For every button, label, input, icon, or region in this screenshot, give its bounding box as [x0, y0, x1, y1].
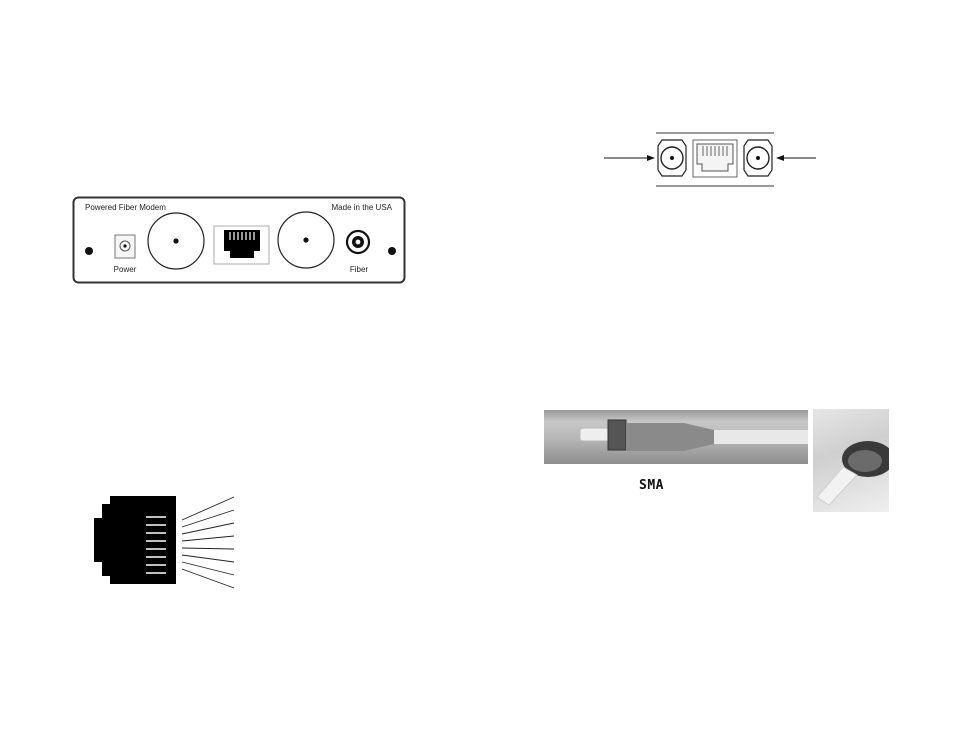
pin-leader-lines	[182, 497, 234, 588]
coupling-nut	[608, 420, 626, 450]
fiber-label: Fiber	[350, 265, 369, 274]
rj45-jack-icon	[693, 140, 737, 177]
mounting-hole-left	[85, 247, 93, 255]
power-label: Power	[114, 265, 137, 274]
fiber-port-icon	[347, 231, 369, 253]
sma-caption: SMA	[639, 478, 664, 493]
connector-detail-diagram	[598, 128, 822, 188]
mounting-hole-right	[388, 247, 396, 255]
rj45-jack-icon	[214, 226, 269, 264]
arrow-left-icon	[776, 155, 816, 161]
modem-front-panel: Powered Fiber Modem Made in the USA Powe…	[72, 196, 408, 286]
panel-origin: Made in the USA	[332, 203, 393, 212]
arrow-right-icon	[604, 155, 655, 161]
ferrule	[580, 428, 610, 441]
panel-title: Powered Fiber Modem	[85, 203, 166, 212]
bnc-connector-icon	[658, 140, 686, 176]
rj45-jack-body	[94, 496, 176, 584]
power-jack-icon	[115, 235, 135, 258]
sma-ferrule-closeup-photo	[813, 409, 889, 512]
strain-relief-sleeve	[626, 423, 714, 451]
sma-cable-photo	[544, 410, 808, 464]
rj45-pinout-diagram	[90, 492, 240, 592]
ferrule-tip	[817, 467, 857, 505]
bnc-connector-icon	[744, 140, 772, 176]
